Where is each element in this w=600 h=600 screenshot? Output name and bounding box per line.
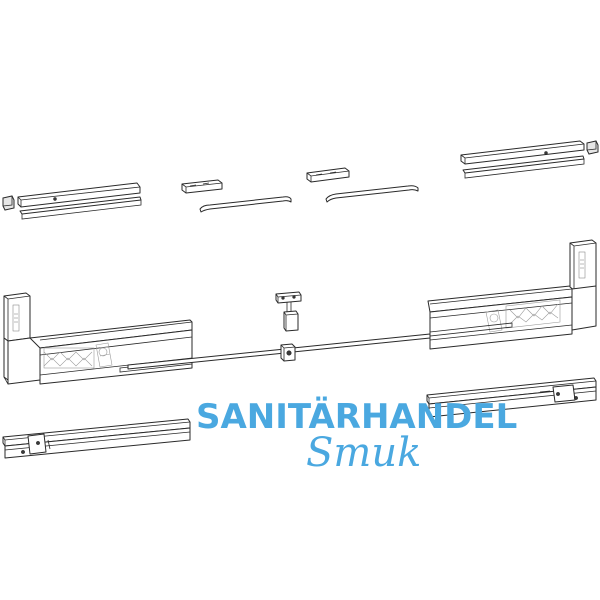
watermark-line2: Smuk bbox=[306, 430, 421, 476]
rail-mechanism-left bbox=[29, 319, 193, 385]
rail-mechanism-right bbox=[427, 285, 573, 350]
bottom-rail-left bbox=[2, 418, 191, 459]
bottom-rail-right bbox=[426, 377, 597, 418]
guide-block-left bbox=[181, 179, 223, 194]
end-cap-left bbox=[2, 195, 15, 211]
top-rail-right bbox=[460, 140, 585, 179]
mounting-bracket bbox=[275, 291, 302, 332]
end-cap-right bbox=[586, 140, 599, 155]
end-housing-left bbox=[3, 292, 41, 385]
handle-bar-right bbox=[325, 185, 419, 203]
watermark-line1: SANITÄRHANDEL bbox=[196, 396, 517, 437]
watermark: SANITÄRHANDEL Smuk bbox=[196, 396, 517, 476]
center-clamp bbox=[280, 343, 296, 362]
top-rail-left bbox=[17, 182, 142, 220]
end-housing-right bbox=[569, 239, 597, 331]
handle-bar-left bbox=[199, 196, 292, 213]
guide-block-right bbox=[306, 167, 350, 183]
